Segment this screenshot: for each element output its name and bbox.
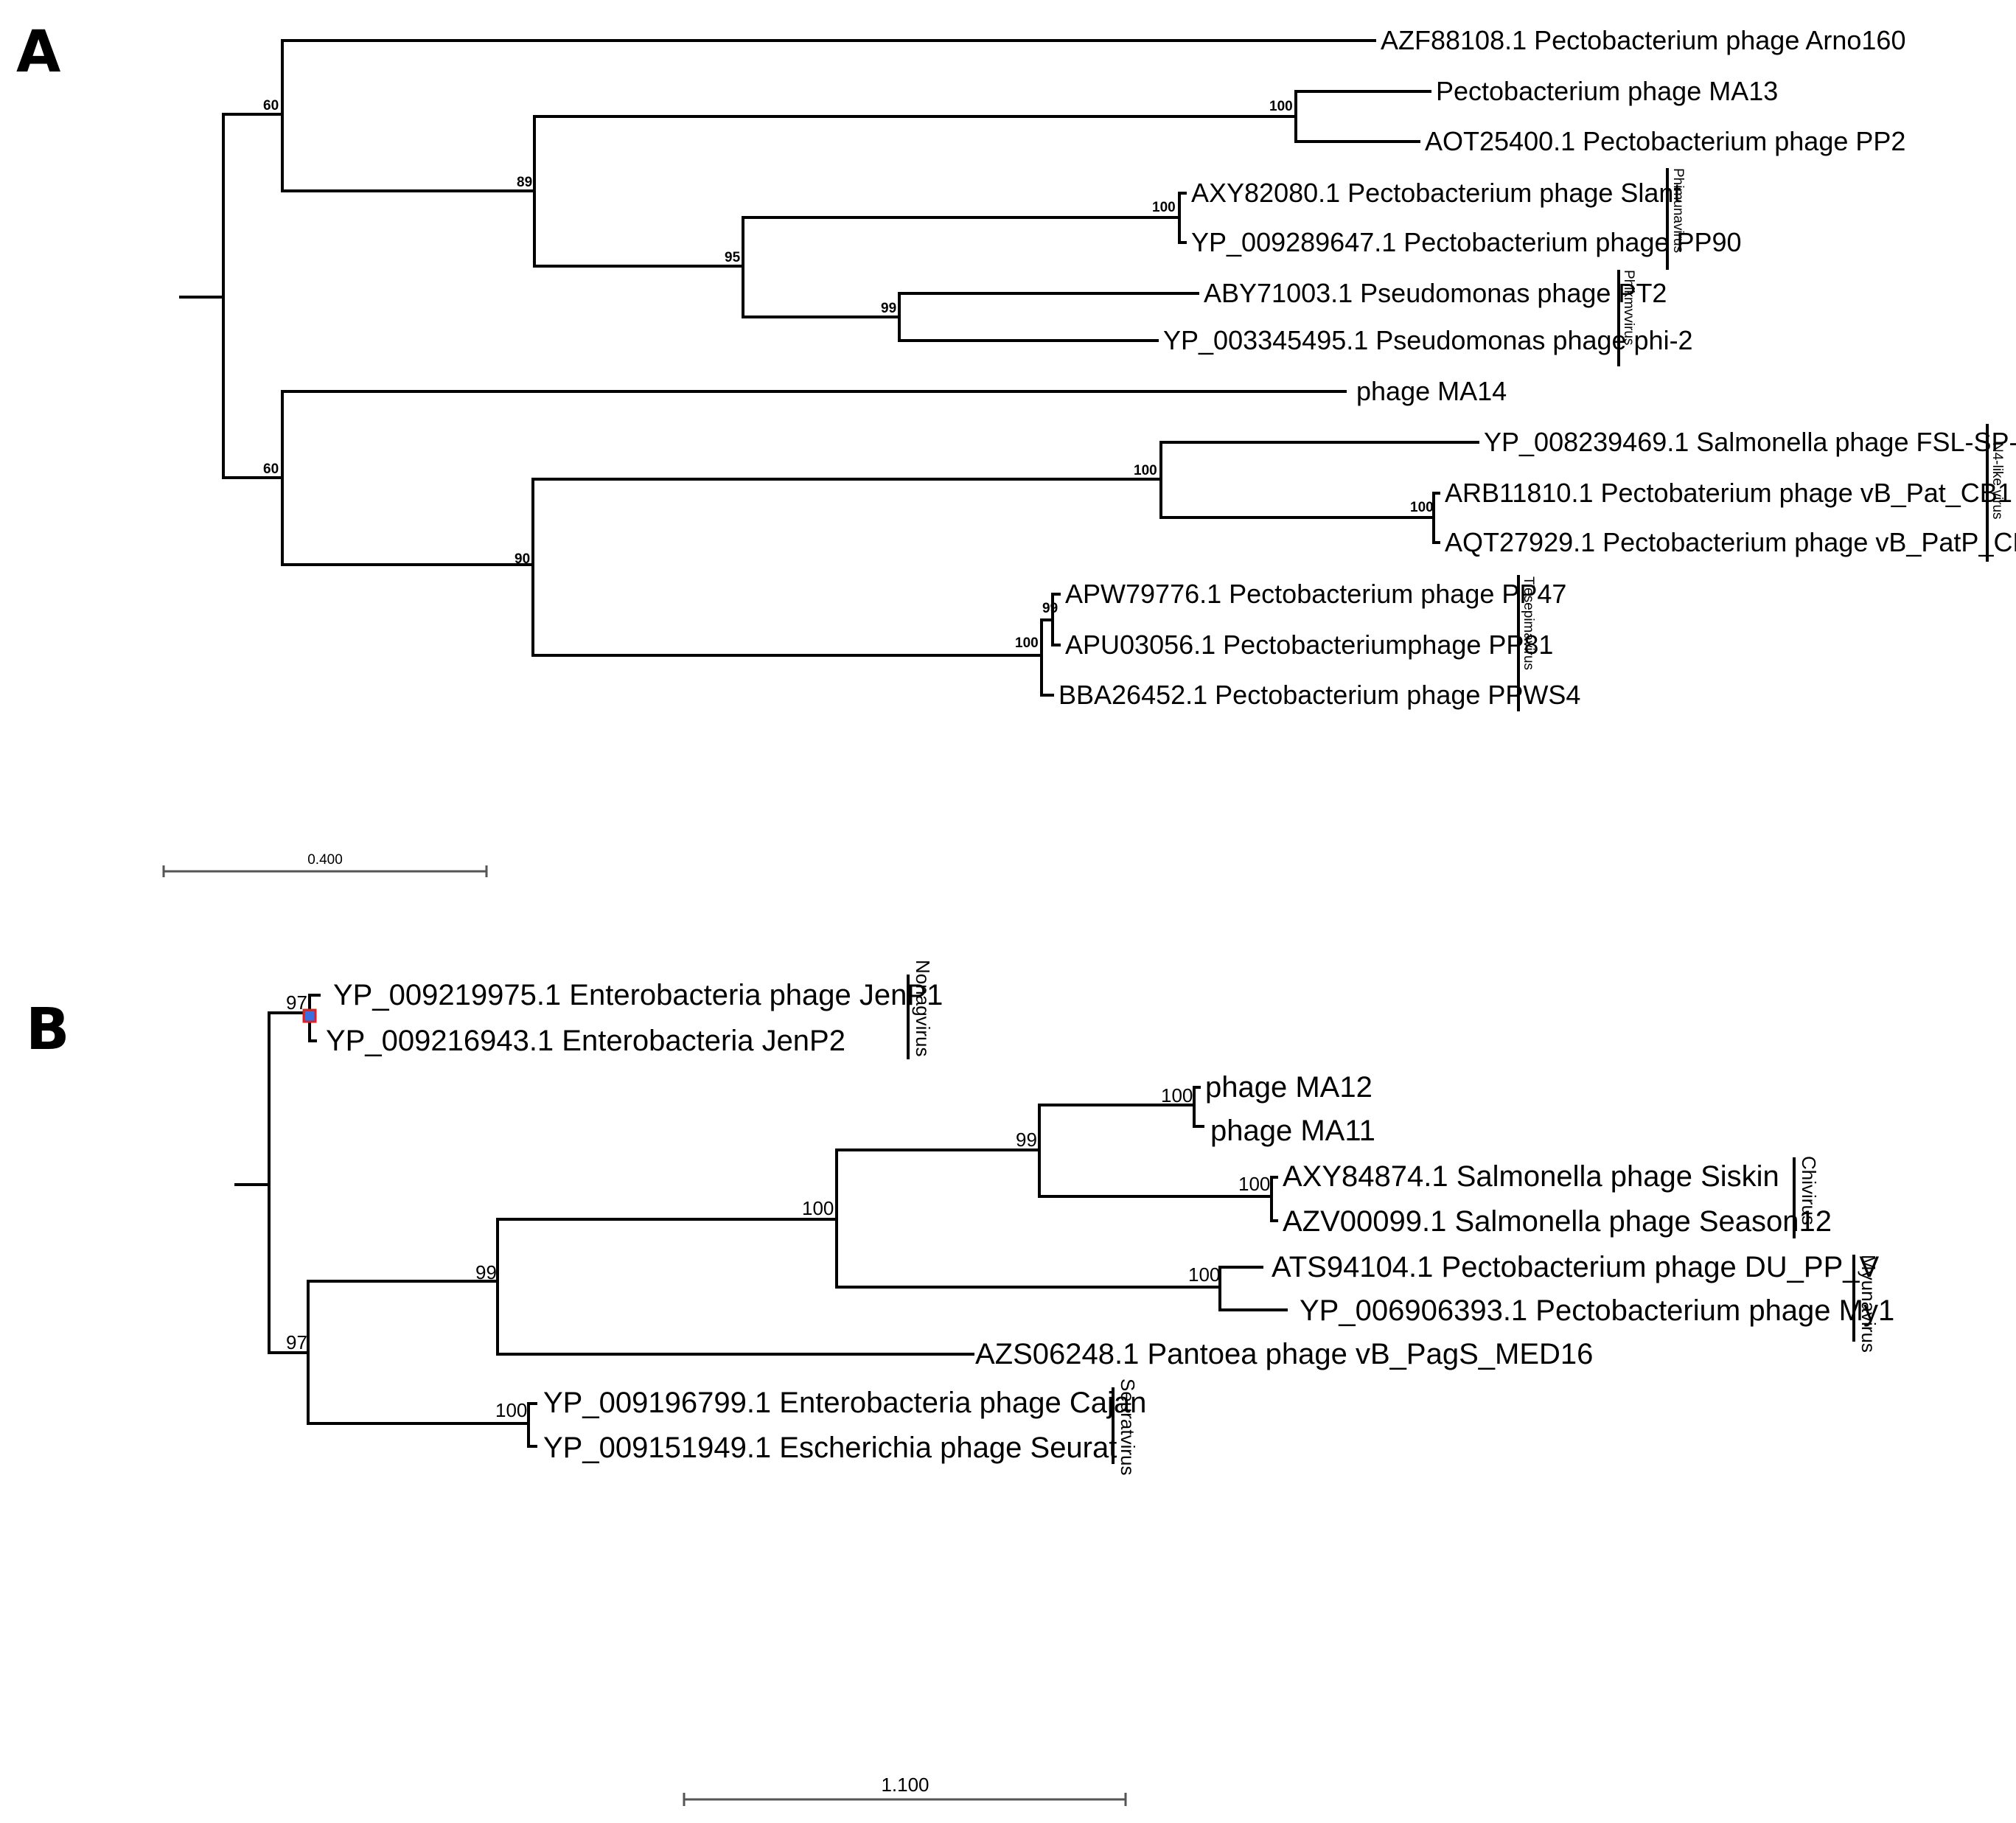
leaf-label: AXY84874.1 Salmonella phage Siskin	[1283, 1160, 1779, 1193]
leaf-label: APW79776.1 Pectobacterium phage PP47	[1065, 579, 1566, 609]
panel-b-node-highlight	[302, 1008, 317, 1023]
panel-a-scale-bar: 0.400	[162, 852, 488, 877]
bootstrap-value: 100	[802, 1197, 834, 1219]
panel-b-scale-bar: 1.100	[683, 1774, 1127, 1806]
leaf-label: AZS06248.1 Pantoea phage vB_PagS_MED16	[975, 1338, 1593, 1370]
leaf-label: AZF88108.1 Pectobacterium phage Arno160	[1381, 25, 1905, 55]
bootstrap-value: 99	[1016, 1129, 1037, 1151]
selected-node-marker	[302, 1008, 317, 1023]
bootstrap-value: 95	[725, 250, 741, 265]
bootstrap-value: 60	[263, 461, 279, 477]
bootstrap-value: 60	[263, 98, 279, 114]
scale-bar-label: 1.100	[881, 1774, 929, 1796]
bootstrap-value: 100	[1152, 200, 1176, 215]
panel-a-clade-brackets: Phimunavirus Phikmvvirus N4-like virus T…	[1517, 168, 2005, 711]
bootstrap-value: 100	[1161, 1084, 1193, 1106]
scale-bar-label: 0.400	[307, 852, 343, 868]
bootstrap-value: 97	[286, 991, 307, 1014]
leaf-label: YP_009196799.1 Enterobacteria phage Caja…	[543, 1387, 1146, 1419]
clade-label: N4-like virus	[1989, 442, 2005, 520]
leaf-label: phage MA14	[1356, 376, 1507, 406]
leaf-label: phage MA12	[1205, 1071, 1373, 1104]
leaf-label: AQT27929.1 Pectobacterium phage vB_PatP_…	[1445, 527, 2016, 557]
panel-b-bootstrap-values: 97 100 99 100 100 100 99 97 100	[286, 991, 1270, 1421]
bootstrap-value: 100	[1134, 463, 1157, 478]
clade-label: Chivirus	[1798, 1156, 1820, 1225]
panel-b: B	[26, 960, 1894, 1806]
leaf-label: YP_006906393.1 Pectobacterium phage My1	[1300, 1294, 1894, 1327]
clade-label: Phikmvvirus	[1621, 270, 1636, 345]
clade-label: Myunavirus	[1858, 1255, 1880, 1353]
clade-label: Nonagvirus	[912, 960, 934, 1057]
leaf-label: Pectobacterium phage MA13	[1436, 76, 1778, 106]
bootstrap-value: 99	[881, 301, 896, 316]
leaf-label: phage MA11	[1210, 1115, 1375, 1147]
panel-label-b: B	[26, 997, 69, 1063]
leaf-label: AXY82080.1 Pectobacterium phage Slant	[1191, 178, 1681, 208]
clade-label: Seuratvirus	[1117, 1378, 1139, 1476]
panel-b-leaf-labels: YP_009219975.1 Enterobacteria phage JenP…	[326, 979, 1894, 1464]
leaf-label: YP_009289647.1 Pectobacterium phage PP90	[1191, 227, 1742, 257]
bootstrap-value: 99	[475, 1261, 497, 1283]
panel-a-leaf-labels: AZF88108.1 Pectobacterium phage Arno160 …	[1058, 25, 2016, 710]
panel-b-branches	[234, 994, 1288, 1448]
leaf-label: ATS94104.1 Pectobacterium phage DU_PP_V	[1272, 1251, 1880, 1283]
bootstrap-value: 100	[495, 1399, 527, 1421]
bootstrap-value: 99	[1042, 601, 1058, 616]
leaf-label: BBA26452.1 Pectobacterium phage PPWS4	[1058, 680, 1580, 710]
leaf-label: AZV00099.1 Salmonella phage Season12	[1283, 1205, 1832, 1238]
bootstrap-value: 89	[517, 175, 532, 190]
bootstrap-value: 100	[1269, 99, 1293, 114]
panel-a-branches	[179, 39, 1479, 697]
leaf-label: YP_008239469.1 Salmonella phage FSL-SP-0…	[1484, 427, 2016, 457]
panel-a-bootstrap-values: 60 89 100 95 100 99 60 100 90 100 99 100	[263, 98, 1434, 651]
leaf-label: ABY71003.1 Pseudomonas phage PT2	[1204, 278, 1667, 308]
leaf-label: YP_009216943.1 Enterobacteria JenP2	[326, 1025, 845, 1057]
bootstrap-value: 90	[515, 551, 530, 567]
bootstrap-value: 97	[286, 1331, 307, 1353]
bootstrap-value: 100	[1015, 635, 1039, 651]
leaf-label: YP_009219975.1 Enterobacteria phage JenP…	[333, 979, 943, 1011]
leaf-label: APU03056.1 Pectobacteriumphage PP81	[1065, 630, 1553, 660]
bootstrap-value: 100	[1188, 1263, 1220, 1286]
leaf-label: AOT25400.1 Pectobacterium phage PP2	[1425, 126, 1905, 156]
leaf-label: YP_009151949.1 Escherichia phage Seurat	[543, 1432, 1117, 1464]
leaf-label: YP_003345495.1 Pseudomonas phage phi-2	[1163, 325, 1693, 355]
clade-label: Phimunavirus	[1670, 168, 1686, 253]
panel-b-clade-brackets: Nonagvirus Chivirus Myunavirus Seuratvir…	[907, 960, 1880, 1476]
panel-a: A	[16, 19, 2016, 877]
bootstrap-value: 100	[1410, 500, 1434, 515]
leaf-label: ARB11810.1 Pectobaterium phage vB_Pat_CB…	[1445, 478, 2012, 508]
clade-label: Tiesepimavirus	[1521, 576, 1536, 670]
panel-label-a: A	[16, 19, 60, 86]
bootstrap-value: 100	[1238, 1173, 1270, 1195]
